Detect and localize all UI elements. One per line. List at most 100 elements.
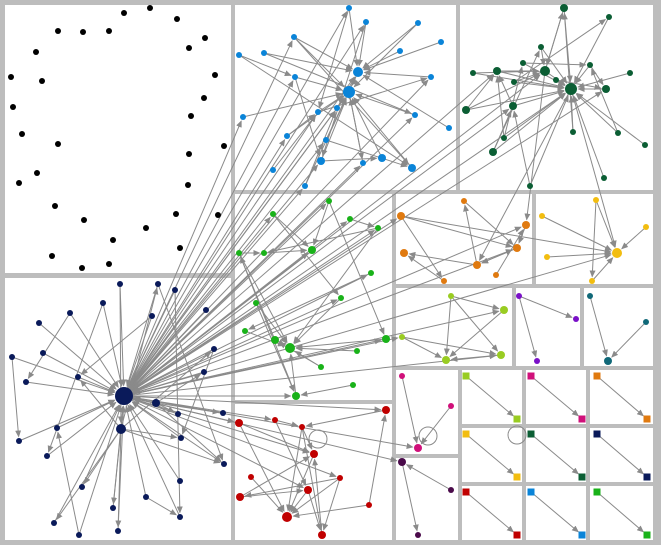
node-green-e8[interactable]	[368, 270, 374, 276]
node-yellow-y4[interactable]	[544, 254, 550, 260]
node-darkgreen-g7[interactable]	[627, 70, 633, 76]
node-darkpurple-d2[interactable]	[448, 487, 454, 493]
node-blue-b15[interactable]	[284, 133, 290, 139]
node-black-k31[interactable]	[80, 29, 86, 35]
node-darkgreen-g20[interactable]	[642, 142, 648, 148]
node-green-e14[interactable]	[354, 348, 360, 354]
node-orange-o4[interactable]	[513, 244, 521, 252]
node-green-e7[interactable]	[308, 246, 316, 254]
node-navy-n11[interactable]	[23, 379, 29, 385]
node-blue-b8[interactable]	[397, 48, 403, 54]
node-blue-b16[interactable]	[317, 157, 325, 165]
node-navy-n32[interactable]	[76, 532, 82, 538]
node-navy-n12[interactable]	[75, 374, 81, 380]
node-black-k4[interactable]	[202, 35, 208, 41]
node-darkgreen-g16[interactable]	[527, 183, 533, 189]
node-red-pair-q6a[interactable]	[462, 488, 470, 496]
node-blue-pair-q7a[interactable]	[527, 488, 535, 496]
node-black-k25[interactable]	[19, 131, 25, 137]
node-darkgreen-g2[interactable]	[606, 14, 612, 20]
node-black-k11[interactable]	[185, 182, 191, 188]
node-blue-b1[interactable]	[346, 5, 352, 11]
node-black-k26[interactable]	[10, 104, 16, 110]
node-blue-b2[interactable]	[363, 19, 369, 25]
node-lime-l3[interactable]	[399, 334, 405, 340]
node-black-k24[interactable]	[55, 141, 61, 147]
node-magenta-m2[interactable]	[448, 403, 454, 409]
node-pink-pair-q1a[interactable]	[527, 372, 535, 380]
node-green-e9[interactable]	[253, 300, 259, 306]
node-red-r12[interactable]	[366, 502, 372, 508]
node-lime-l1[interactable]	[448, 293, 454, 299]
node-darkgreen-pair-q4a[interactable]	[527, 430, 535, 438]
node-darkgreen-g21[interactable]	[553, 77, 559, 83]
node-purple-p3[interactable]	[534, 358, 540, 364]
node-orange-pair-q2b[interactable]	[643, 415, 651, 423]
node-blue-b18[interactable]	[270, 167, 276, 173]
node-navy-n18[interactable]	[220, 410, 226, 416]
node-black-k23[interactable]	[34, 170, 40, 176]
node-black-k14[interactable]	[177, 245, 183, 251]
node-navy-n17[interactable]	[175, 411, 181, 417]
node-red-r9[interactable]	[337, 475, 343, 481]
node-green-e12[interactable]	[271, 336, 279, 344]
node-black-k21[interactable]	[52, 203, 58, 209]
node-darkgreen-g11[interactable]	[511, 79, 517, 85]
node-black-k19[interactable]	[49, 253, 55, 259]
node-green-e16[interactable]	[318, 364, 324, 370]
node-yellow-y2[interactable]	[593, 197, 599, 203]
node-lime-l5[interactable]	[497, 351, 505, 359]
node-teal-t1[interactable]	[587, 293, 593, 299]
node-navy-n24[interactable]	[221, 461, 227, 467]
node-blue-b3[interactable]	[415, 20, 421, 26]
node-darkgreen-g13[interactable]	[509, 102, 517, 110]
node-black-k9[interactable]	[221, 143, 227, 149]
node-navy-n25[interactable]	[177, 478, 183, 484]
node-red-r11[interactable]	[318, 531, 326, 539]
node-black-k8[interactable]	[188, 113, 194, 119]
node-black-k12[interactable]	[215, 212, 221, 218]
node-teal-t2[interactable]	[643, 319, 649, 325]
node-navy-n29[interactable]	[177, 514, 183, 520]
node-darkgreen-g4[interactable]	[540, 66, 550, 76]
node-blue-b6[interactable]	[236, 52, 242, 58]
node-red-r3[interactable]	[299, 424, 305, 430]
node-green-pair-q8b[interactable]	[643, 531, 651, 539]
node-pink-pair-q1b[interactable]	[578, 415, 586, 423]
node-navy-n19[interactable]	[54, 425, 60, 431]
node-navy-n22[interactable]	[16, 438, 22, 444]
node-darkgreen-g12[interactable]	[462, 106, 470, 114]
node-darkgreen-g8[interactable]	[602, 85, 610, 93]
node-magenta-m1[interactable]	[399, 373, 405, 379]
node-blue-b9[interactable]	[428, 74, 434, 80]
node-blue-b12[interactable]	[292, 74, 298, 80]
node-purple-p1[interactable]	[516, 293, 522, 299]
node-lime-pair-q0a[interactable]	[462, 372, 470, 380]
node-green-pair-q8a[interactable]	[593, 488, 601, 496]
node-orange-pair-q2a[interactable]	[593, 372, 601, 380]
node-navy-n7[interactable]	[149, 313, 155, 319]
node-black-k18[interactable]	[79, 265, 85, 271]
node-black-k16[interactable]	[110, 237, 116, 243]
node-red-pair-q6b[interactable]	[513, 531, 521, 539]
node-navy-n1[interactable]	[117, 281, 123, 287]
node-navy-n16[interactable]	[152, 399, 160, 407]
node-black-k10[interactable]	[186, 151, 192, 157]
node-navy-n21[interactable]	[178, 435, 184, 441]
node-darkgreen-g6[interactable]	[587, 62, 593, 68]
node-green-e10[interactable]	[338, 295, 344, 301]
node-navy-n31[interactable]	[115, 528, 121, 534]
node-darkgreen-g9[interactable]	[493, 67, 501, 75]
node-black-k27[interactable]	[8, 74, 14, 80]
node-blue-b21[interactable]	[408, 164, 416, 172]
node-black-k7[interactable]	[201, 95, 207, 101]
node-navy-n4[interactable]	[100, 300, 106, 306]
node-blue-b5[interactable]	[291, 34, 297, 40]
node-navy-n8[interactable]	[203, 307, 209, 313]
node-darkgreen-g17[interactable]	[570, 129, 576, 135]
node-orange-o3[interactable]	[522, 221, 530, 229]
node-black-k13[interactable]	[173, 211, 179, 217]
node-blue-pair-q7b[interactable]	[578, 531, 586, 539]
node-green-e1[interactable]	[270, 211, 276, 217]
node-blue-b13[interactable]	[315, 109, 321, 115]
